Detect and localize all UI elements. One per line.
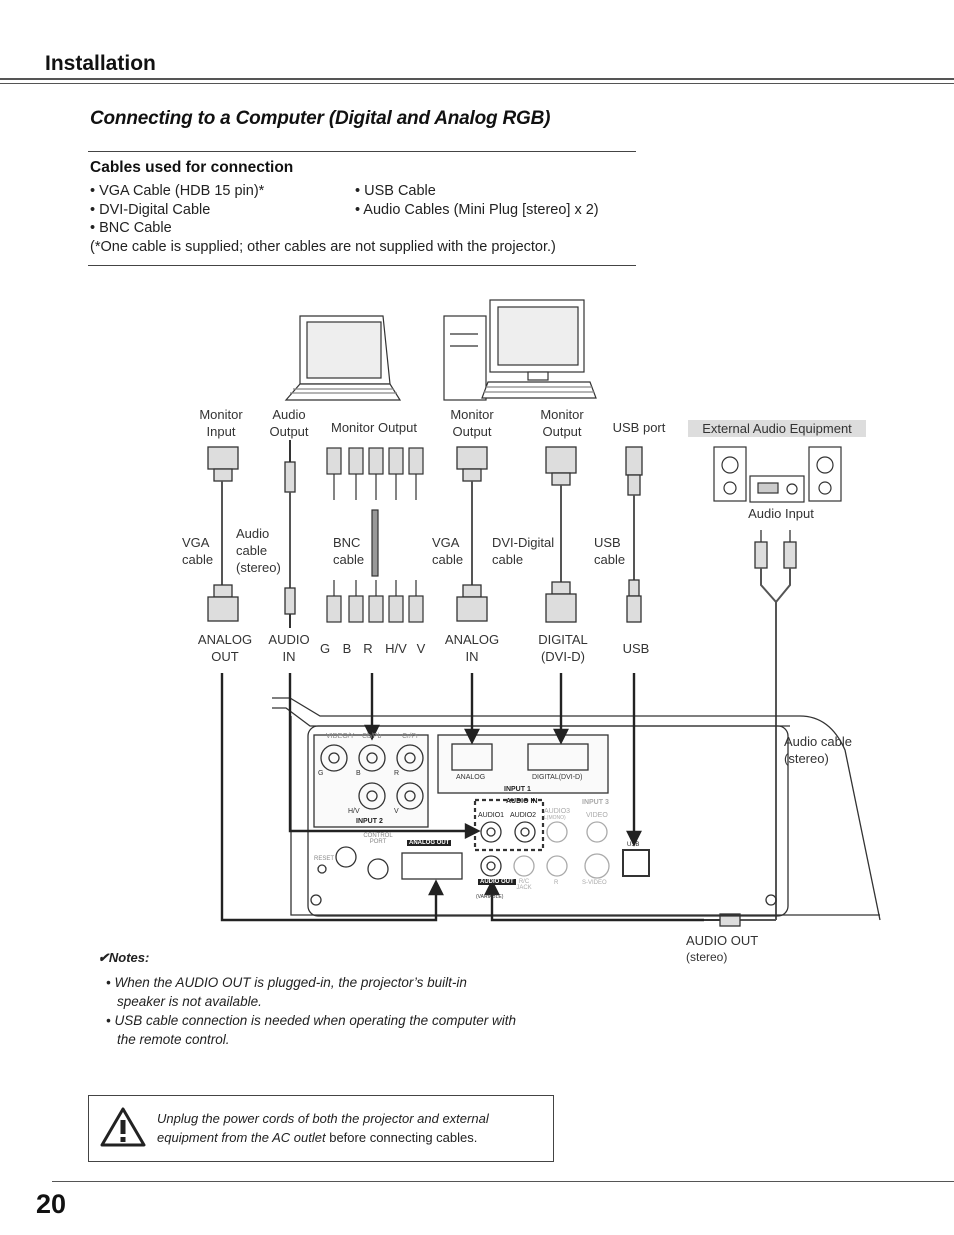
panel-label-audio-out: AUDIO OUT [478,879,516,885]
panel-label-audio-in: AUDIO IN [506,798,538,805]
panel-label-digital-dvi: DIGITAL(DVI-D) [532,774,583,781]
cable-item: • VGA Cable (HDB 15 pin)* [90,183,265,199]
panel-label-cb-pb: Cb/Pb [362,733,382,740]
bnc-cable [326,447,424,623]
cables-title: Cables used for connection [90,159,294,176]
panel-label-cr-pr: Cr/Pr [402,733,419,740]
panel-label-usb: USB [627,842,640,848]
audio-equipment-illustration [713,446,842,503]
panel-label-analog: ANALOG [456,774,486,781]
panel-label-video: VIDEO [586,812,608,819]
panel-label-g: G [318,770,324,777]
panel-label-hv: H/V [348,808,360,815]
panel-label-reset: RESET [314,856,335,862]
warning-text: Unplug the power cords of both the proje… [157,1111,489,1145]
label-port-b: B [342,641,352,656]
panel-label-input2: INPUT 2 [356,818,383,825]
cable-item: • DVI-Digital Cable [90,202,211,218]
label-audio-out: AUDIO OUT(stereo) [686,933,759,964]
panel-label-rc-jack: R/C JACK [516,879,532,891]
notes-title: ✔Notes: [98,950,150,965]
header-rule-thin [0,83,954,84]
panel-label-analog-out: ANALOG OUT [407,840,452,846]
projector-panel-illustration [272,697,881,921]
label-external-audio: External Audio Equipment [688,420,866,437]
panel-label-r-audio3: R [554,880,559,886]
desktop-illustration [443,299,597,401]
cable-item: • BNC Cable [90,220,172,236]
panel-label-audio3: AUDIO3 [544,808,571,815]
laptop-illustration [284,315,402,401]
vga-cable-2 [456,446,488,622]
panel-label-input1: INPUT 1 [504,786,531,793]
audio-cable [284,440,296,628]
label-port-g: G [320,641,331,656]
panel-label-b: B [356,770,361,777]
panel-label-control-port: CONTROL PORT [363,833,393,845]
warning-icon [100,1107,146,1147]
panel-label-r: R [394,770,400,777]
label-audio-input: Audio Input [748,506,814,521]
label-port-r: R [363,641,373,656]
header-rule [0,78,954,80]
panel-label-v: V [394,808,399,815]
cables-box-top-rule [88,151,636,152]
label-usb: USB [622,641,650,656]
warning-box [88,1095,554,1162]
label-port-v: V [416,641,426,656]
section-title: Installation [45,52,156,75]
note-item: • When the AUDIO OUT is plugged-in, the … [106,975,467,1009]
cable-item: • USB Cable [355,183,436,199]
footer-rule [52,1181,954,1182]
cables-box-bottom-rule [88,265,636,266]
label-usb-port: USB port [612,420,666,435]
usb-cable [625,446,643,623]
connection-arrows [220,673,704,922]
panel-label-input3: INPUT 3 [582,799,609,806]
note-item: • USB cable connection is needed when op… [106,1013,516,1047]
panel-label-video-y: VIDEO/Y [326,733,355,740]
panel-label-audio1: AUDIO1 [478,812,505,819]
page-number: 20 [36,1189,67,1219]
label-audio-cable-stereo: Audio cable(stereo) [784,734,852,766]
panel-label-variable: (VARIABLE) [476,894,504,900]
vga-cable-1 [207,446,239,622]
panel-label-audio2: AUDIO2 [510,812,537,819]
cables-footnote: (*One cable is supplied; other cables ar… [90,239,556,255]
label-port-hv: H/V [385,641,407,656]
dvi-cable [545,446,577,623]
cable-item: • Audio Cables (Mini Plug [stereo] x 2) [355,202,599,218]
rca-audio-cable [704,530,797,927]
page-subtitle: Connecting to a Computer (Digital and An… [90,108,551,129]
panel-label-svideo: S-VIDEO [582,880,607,886]
label-monitor-output-bnc: Monitor Output [331,420,417,435]
panel-label-mono: L(MONO) [544,815,566,821]
label-digital-dvi: DIGITAL(DVI-D) [538,632,588,664]
